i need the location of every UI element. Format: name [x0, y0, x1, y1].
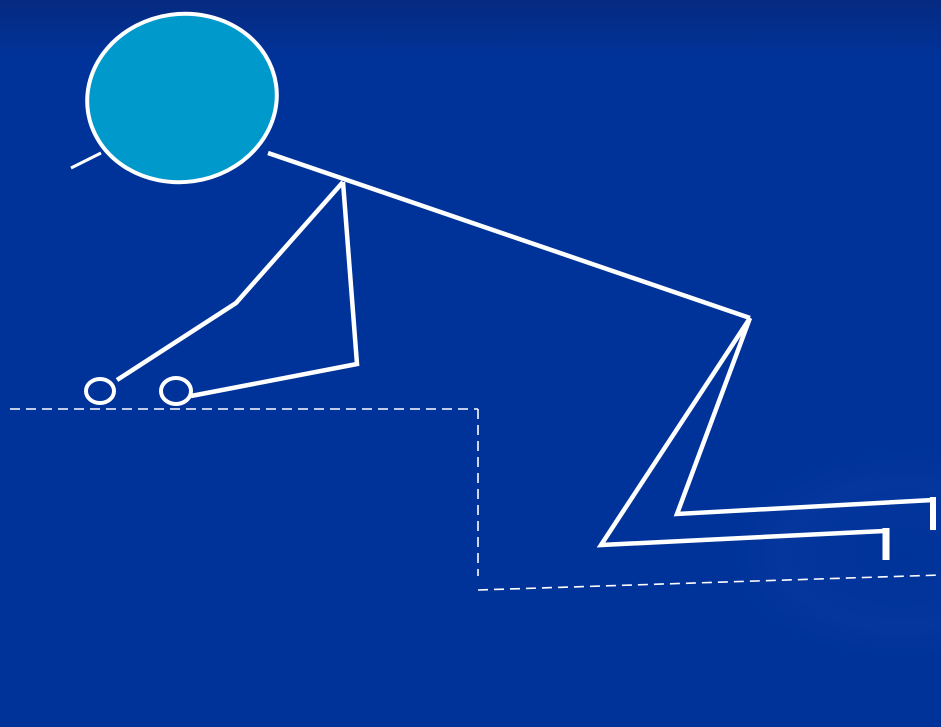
starting-position-diagram — [0, 0, 941, 727]
slide-canvas — [0, 0, 941, 727]
